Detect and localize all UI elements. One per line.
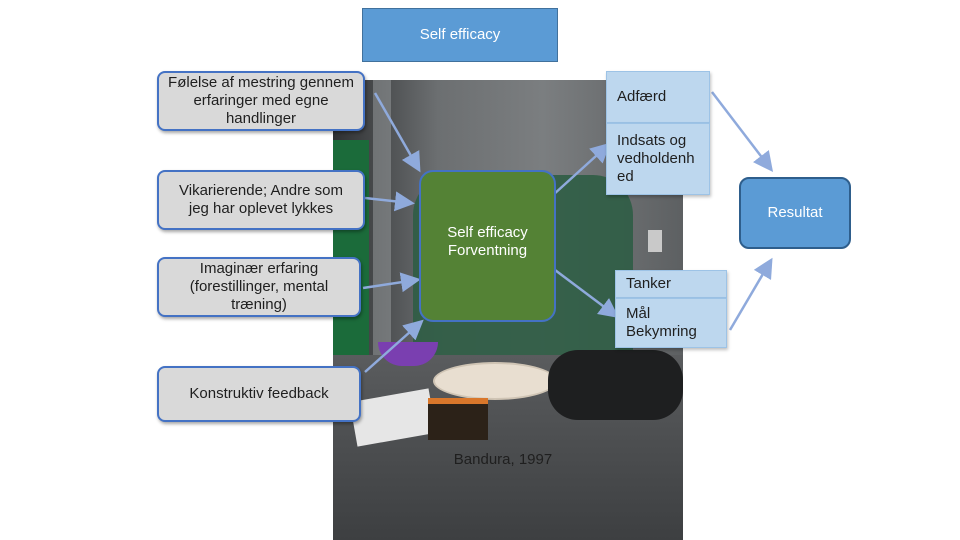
citation-text: Bandura, 1997 xyxy=(453,451,553,468)
top-title-box: Self efficacy xyxy=(362,8,558,62)
thoughts-detail-line2: Bekymring xyxy=(626,323,697,340)
feedback-text: Konstruktiv feedback xyxy=(189,385,329,402)
imaginal-box: Imaginær erfaring (forestillinger, menta… xyxy=(157,257,361,317)
behavior-title: Adfærd xyxy=(617,88,667,105)
imaginal-text: Imaginær erfaring (forestillinger, menta… xyxy=(189,260,329,313)
thoughts-title-card: Tanker xyxy=(615,270,727,298)
central-line2: Forventning xyxy=(447,242,528,259)
arrow-thoughts-to-result xyxy=(728,257,773,331)
behavior-title-card: Adfærd xyxy=(606,71,710,123)
vicarious-box: Vikarierende; Andre som jeg har oplevet … xyxy=(157,170,365,230)
vicarious-text: Vikarierende; Andre som jeg har oplevet … xyxy=(179,182,343,217)
thoughts-detail-card: Mål Bekymring xyxy=(615,298,727,348)
mastery-box: Følelse af mestring gennem erfaringer me… xyxy=(157,71,365,131)
citation: Bandura, 1997 xyxy=(440,448,566,472)
thoughts-title: Tanker xyxy=(626,275,672,292)
central-self-efficacy-box: Self efficacy Forventning xyxy=(419,170,556,322)
behavior-detail: Indsats og vedholdenh ed xyxy=(617,132,695,185)
arrow-behavior-to-result xyxy=(711,91,774,172)
result-text: Resultat xyxy=(767,204,823,221)
behavior-detail-card: Indsats og vedholdenh ed xyxy=(606,123,710,195)
central-line1: Self efficacy xyxy=(447,224,528,241)
mastery-text: Følelse af mestring gennem erfaringer me… xyxy=(168,74,354,127)
feedback-box: Konstruktiv feedback xyxy=(157,366,361,422)
result-box: Resultat xyxy=(739,177,851,249)
top-title: Self efficacy xyxy=(419,26,501,43)
thoughts-detail-line1: Mål xyxy=(626,305,651,322)
